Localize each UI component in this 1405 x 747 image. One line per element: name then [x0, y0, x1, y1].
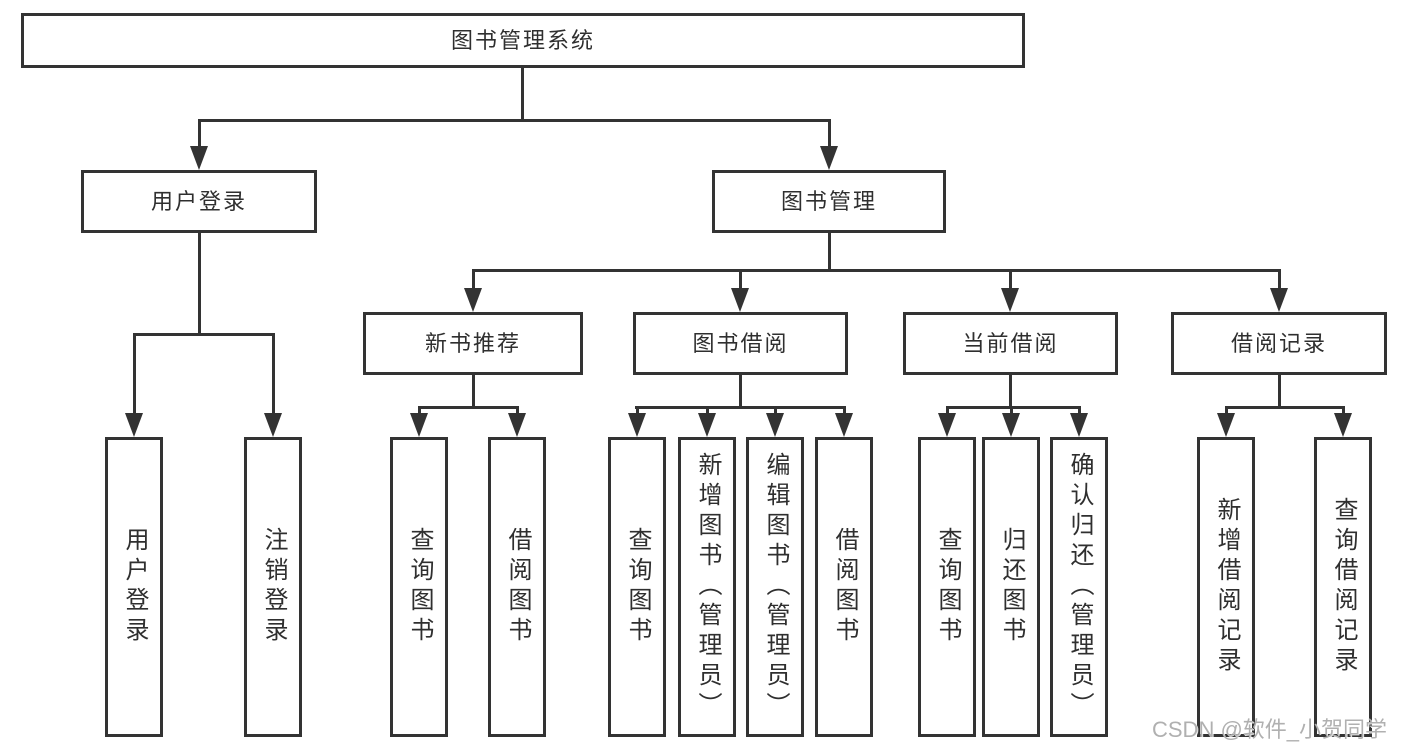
arrow-down-icon	[264, 413, 282, 437]
connector-line	[828, 119, 831, 149]
csdn-watermark: CSDN @软件_小贺同学	[1152, 717, 1388, 742]
node-label: 编辑图书（管理员）	[762, 452, 789, 722]
node-new-book-recommendation: 新书推荐	[363, 312, 583, 375]
arrow-down-icon	[1001, 288, 1019, 312]
connector-line	[521, 68, 524, 122]
arrow-down-icon	[410, 413, 428, 437]
connector-line	[843, 406, 846, 416]
arrow-down-icon	[628, 413, 646, 437]
connector-line	[198, 233, 201, 335]
connector-line	[198, 119, 831, 122]
connector-line	[1278, 375, 1281, 408]
connector-line	[1009, 269, 1012, 292]
node-label: 借阅图书	[504, 527, 531, 647]
connector-line	[472, 269, 475, 292]
node-label: 查询借阅记录	[1330, 497, 1357, 677]
node-label: 当前借阅	[962, 330, 1059, 356]
connector-line	[516, 406, 519, 416]
arrow-down-icon	[190, 146, 208, 170]
arrow-down-icon	[835, 413, 853, 437]
connector-line	[1009, 375, 1012, 408]
node-label: 归还图书	[998, 527, 1025, 647]
arrow-down-icon	[938, 413, 956, 437]
connector-line	[1078, 406, 1081, 416]
node-book-management: 图书管理	[712, 170, 946, 233]
leaf-query-books: 查询图书	[608, 437, 666, 737]
connector-line	[1010, 406, 1013, 416]
leaf-logout: 注销登录	[244, 437, 302, 737]
node-label: 用户登录	[121, 527, 148, 647]
arrow-down-icon	[731, 288, 749, 312]
connector-line	[133, 333, 275, 336]
leaf-user-login: 用户登录	[105, 437, 163, 737]
arrow-down-icon	[1270, 288, 1288, 312]
connector-line	[774, 406, 777, 416]
arrow-down-icon	[1217, 413, 1235, 437]
arrow-down-icon	[464, 288, 482, 312]
node-book-borrowing: 图书借阅	[633, 312, 848, 375]
arrow-down-icon	[1334, 413, 1352, 437]
arrow-down-icon	[508, 413, 526, 437]
leaf-add-books-admin: 新增图书（管理员）	[678, 437, 736, 737]
connector-line	[198, 119, 201, 149]
node-label: 查询图书	[406, 527, 433, 647]
node-borrowing-records: 借阅记录	[1171, 312, 1387, 375]
node-label: 新增借阅记录	[1213, 497, 1240, 677]
leaf-query-books: 查询图书	[918, 437, 976, 737]
node-library-management-system: 图书管理系统	[21, 13, 1025, 68]
leaf-return-books: 归还图书	[982, 437, 1040, 737]
connector-line	[828, 233, 831, 271]
node-label: 用户登录	[150, 188, 247, 214]
connector-line	[739, 375, 742, 408]
arrow-down-icon	[698, 413, 716, 437]
node-label: 借阅图书	[831, 527, 858, 647]
connector-line	[418, 406, 519, 409]
connector-line	[636, 406, 639, 416]
connector-line	[1225, 406, 1228, 416]
arrow-down-icon	[820, 146, 838, 170]
connector-line	[946, 406, 949, 416]
leaf-edit-books-admin: 编辑图书（管理员）	[746, 437, 804, 737]
connector-line	[272, 333, 275, 417]
arrow-down-icon	[766, 413, 784, 437]
connector-line	[946, 406, 1081, 409]
node-current-borrowing: 当前借阅	[903, 312, 1118, 375]
node-label: 注销登录	[260, 527, 287, 647]
leaf-query-books: 查询图书	[390, 437, 448, 737]
connector-line	[739, 269, 742, 292]
connector-line	[472, 269, 1281, 272]
connector-line	[706, 406, 709, 416]
connector-line	[1278, 269, 1281, 292]
node-label: 图书管理系统	[450, 27, 595, 53]
leaf-borrow-books: 借阅图书	[815, 437, 873, 737]
connector-line	[418, 406, 421, 416]
node-label: 查询图书	[934, 527, 961, 647]
node-label: 确认归还（管理员）	[1066, 452, 1093, 722]
node-label: 图书借阅	[692, 330, 789, 356]
arrow-down-icon	[1070, 413, 1088, 437]
node-user-login: 用户登录	[81, 170, 317, 233]
connector-line	[635, 406, 846, 409]
arrow-down-icon	[1002, 413, 1020, 437]
connector-line	[133, 333, 136, 417]
leaf-query-borrow-record: 查询借阅记录	[1314, 437, 1372, 737]
node-label: 查询图书	[624, 527, 651, 647]
leaf-borrow-books: 借阅图书	[488, 437, 546, 737]
leaf-add-borrow-record: 新增借阅记录	[1197, 437, 1255, 737]
leaf-confirm-return-admin: 确认归还（管理员）	[1050, 437, 1108, 737]
connector-line	[472, 375, 475, 408]
connector-line	[1225, 406, 1345, 409]
arrow-down-icon	[125, 413, 143, 437]
node-label: 借阅记录	[1230, 330, 1327, 356]
node-label: 新增图书（管理员）	[694, 452, 721, 722]
node-label: 新书推荐	[424, 330, 521, 356]
node-label: 图书管理	[780, 188, 877, 214]
connector-line	[1342, 406, 1345, 416]
